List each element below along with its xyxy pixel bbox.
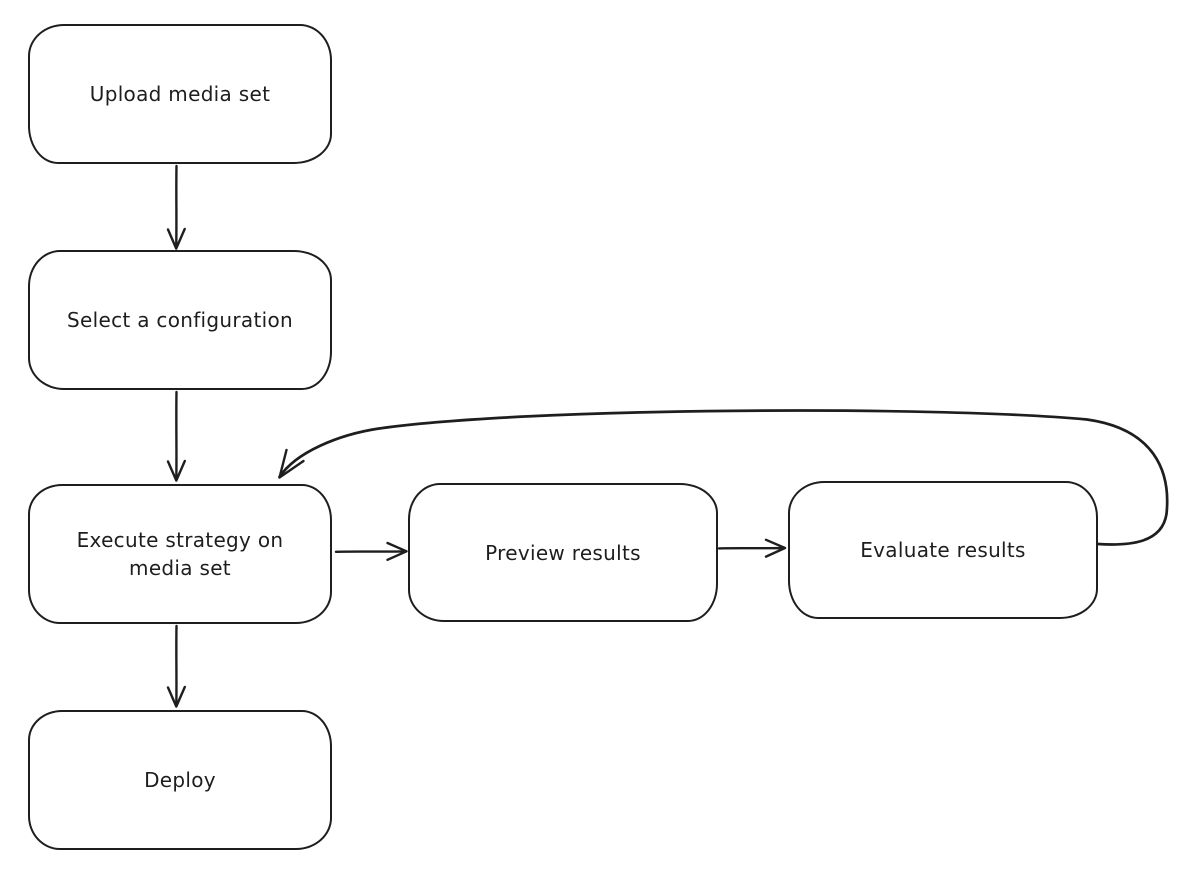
node-label: Evaluate results [860, 538, 1026, 562]
node-deploy: Deploy [28, 710, 332, 850]
node-label: Preview results [485, 540, 641, 565]
node-execute-strategy-on-media-set: Execute strategy on media set [28, 484, 332, 624]
node-label-line-2: media set [129, 556, 231, 580]
edge-upload-to-select [166, 164, 186, 250]
edge-preview-to-evaluate [717, 538, 787, 558]
node-select-a-configuration: Select a configuration [28, 250, 332, 390]
node-preview-results: Preview results [408, 483, 718, 622]
node-label-line-1: Execute strategy on [76, 528, 284, 552]
edge-select-to-execute [166, 390, 186, 482]
edge-execute-to-deploy [166, 624, 186, 708]
node-label: Select a configuration [67, 308, 293, 332]
node-upload-media-set: Upload media set [28, 24, 332, 164]
node-evaluate-results: Evaluate results [788, 481, 1098, 619]
node-label: Upload media set [89, 82, 271, 106]
edge-execute-to-preview [334, 541, 408, 561]
node-label: Deploy [144, 768, 216, 792]
